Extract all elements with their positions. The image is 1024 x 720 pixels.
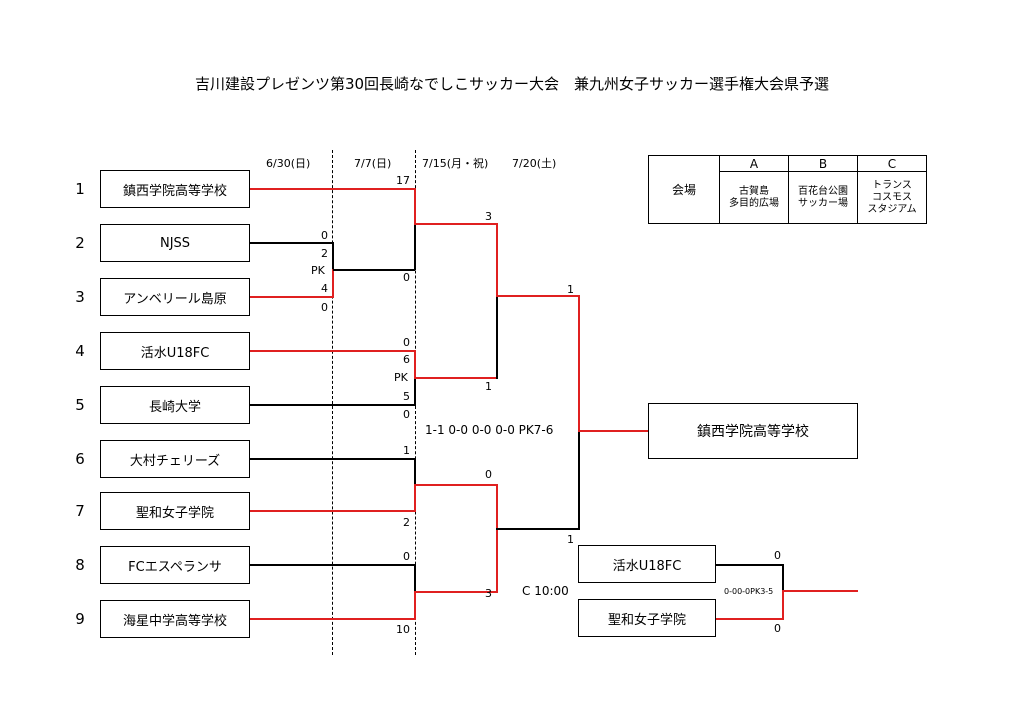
score: 0 [403,550,410,563]
venue-b-letter: B [788,155,858,172]
bracket-line-winner [332,269,334,298]
score: 1 [485,380,492,393]
date-round1: 6/30(日) [266,157,311,170]
venue-a-name: 古賀島 多目的広場 [719,171,789,224]
venue-c-letter: C [857,155,927,172]
venue-table: 会場 A B C 古賀島 多目的広場 百花台公園 サッカー場 トランス コスモス… [648,155,927,224]
score: 0 [485,468,492,481]
score: 6 [403,353,410,366]
seed-number: 2 [75,234,85,252]
bracket-line [250,564,416,566]
bracket-line-winner [578,295,580,432]
score: 5 [403,390,410,403]
bracket-line [782,564,784,592]
score: 0 [774,622,781,635]
team-box-5: 長崎大学 [100,386,250,424]
bracket-line-winner [414,591,416,620]
score: 17 [396,174,410,187]
pk-label: PK [394,371,408,384]
bracket-line [414,458,416,486]
seed-number: 8 [75,556,85,574]
venue-a-letter: A [719,155,789,172]
bracket-line-winner [250,350,416,352]
third-place-team-top: 活水U18FC [578,545,716,583]
seed-number: 3 [75,288,85,306]
score: 2 [403,516,410,529]
venue-b-name: 百花台公園 サッカー場 [788,171,858,224]
score: 10 [396,623,410,636]
seed-number: 9 [75,610,85,628]
score: 0 [321,301,328,314]
bracket-line-winner [250,188,416,190]
final-score-detail: 1-1 0-0 0-0 0-0 PK7-6 [425,423,554,437]
seed-number: 5 [75,396,85,414]
bracket-line-winner [414,350,416,378]
bracket-line-winner [782,590,858,592]
score: 0 [403,408,410,421]
team-box-8: FCエスペランサ [100,546,250,584]
score: 2 [321,247,328,260]
third-place-venue-time: C 10:00 [522,584,569,598]
date-semifinal: 7/15(月・祝) [422,157,489,170]
bracket-line-winner [496,295,580,297]
bracket-line-winner [250,618,416,620]
team-box-4: 活水U18FC [100,332,250,370]
bracket-line-winner [414,223,498,225]
bracket-line-winner [414,484,498,486]
team-box-1: 鎮西学院高等学校 [100,170,250,208]
bracket-line [496,296,498,379]
date-round2: 7/7(日) [354,157,392,170]
team-box-6: 大村チェリーズ [100,440,250,478]
bracket-line [414,378,416,406]
champion-box: 鎮西学院高等学校 [648,403,858,459]
bracket-line-winner [414,484,416,512]
bracket-line-winner [716,618,784,620]
seed-number: 7 [75,502,85,520]
bracket-line-winner [250,510,416,512]
round-divider-1 [332,150,333,655]
bracket-line [496,528,580,530]
score: 3 [485,210,492,223]
tournament-title: 吉川建設プレゼンツ第30回長崎なでしこサッカー大会 兼九州女子サッカー選手権大会… [194,75,830,93]
bracket-line-winner [578,430,649,432]
bracket-line-winner [496,223,498,296]
bracket-line [250,242,334,244]
bracket-line-winner [250,296,334,298]
score: 1 [567,533,574,546]
seed-number: 6 [75,450,85,468]
team-box-7: 聖和女子学院 [100,492,250,530]
bracket-line [414,224,416,270]
score: 0 [321,229,328,242]
bracket-line [578,432,580,530]
third-place-team-bottom: 聖和女子学院 [578,599,716,637]
score: 4 [321,282,328,295]
bracket-line-winner [782,591,784,620]
bracket-line-winner [496,484,498,593]
bracket-line [250,458,416,460]
team-box-2: NJSS [100,224,250,262]
bracket-line [414,564,416,592]
score: 0 [403,271,410,284]
score: 1 [567,283,574,296]
third-place-score-detail: 0-00-0PK3-5 [724,587,774,596]
bracket-line-winner [414,377,498,379]
team-box-9: 海星中学高等学校 [100,600,250,638]
pk-label: PK [311,264,325,277]
score: 0 [774,549,781,562]
seed-number: 1 [75,180,85,198]
bracket-line-winner [414,591,498,593]
date-final: 7/20(土) [512,157,557,170]
venue-c-name: トランス コスモス スタジアム [857,171,927,224]
score: 0 [403,336,410,349]
bracket-line [250,404,416,406]
seed-number: 4 [75,342,85,360]
venue-label: 会場 [648,155,720,224]
bracket-line [716,564,784,566]
score: 1 [403,444,410,457]
bracket-line-winner [414,188,416,224]
team-box-3: アンベリール島原 [100,278,250,316]
score: 3 [485,587,492,600]
bracket-line [332,242,334,270]
bracket-line [333,269,415,271]
